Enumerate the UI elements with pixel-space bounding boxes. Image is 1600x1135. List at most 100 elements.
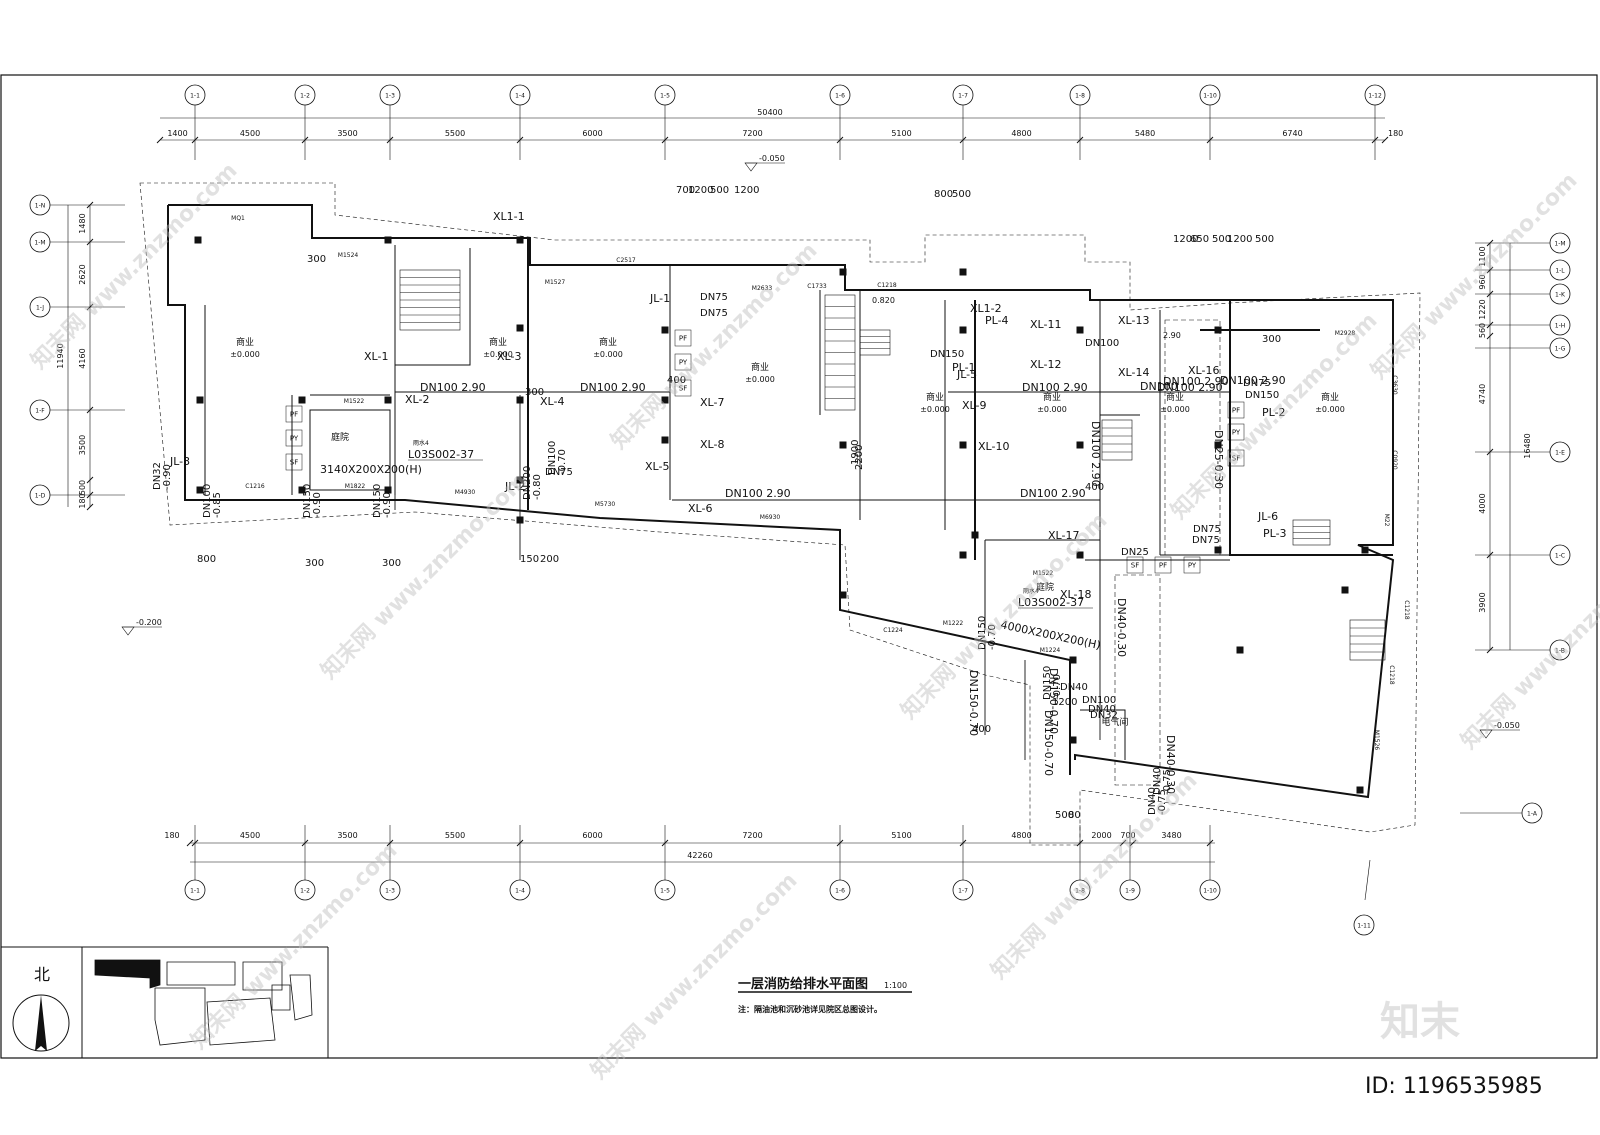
pipe-main-label: DN40-0.30	[1164, 735, 1177, 794]
structural-column	[1236, 646, 1244, 654]
pipe-main-label: DN100 2.90	[1022, 381, 1088, 394]
grid-axis-label: 1-B	[1555, 648, 1565, 655]
fixture-box	[1154, 556, 1172, 574]
grid-axis-bubble	[1353, 914, 1375, 936]
drawing-scale: 1:100	[884, 981, 907, 990]
structural-column	[298, 486, 306, 494]
structural-column	[839, 591, 847, 599]
dim-tick	[516, 136, 524, 144]
pipe-main-label: DN100	[1140, 380, 1178, 393]
door-window-tag: M1224	[1040, 647, 1061, 654]
fixture-tag: SF	[1131, 562, 1139, 570]
structural-column	[1214, 546, 1222, 554]
offset-dim: 300	[307, 254, 326, 265]
grid-right: 1-M1-L1-K1-H1-G1-E1-C1-B1-A1648011009601…	[1460, 232, 1571, 824]
pipe-main-label: DN100 2.90	[1220, 374, 1286, 387]
door-window-tag: M6930	[760, 514, 781, 521]
sheet-border	[0, 74, 1598, 1059]
grid-axis-label: 1-C	[1555, 553, 1565, 560]
dim-value: 180	[78, 493, 87, 508]
grid-axis-label: 1-3	[385, 888, 395, 895]
dim-value: 5100	[891, 129, 911, 138]
door-window-tag: MQ1	[231, 215, 245, 222]
pipe-outlet-label: -0.75	[1157, 789, 1168, 815]
grid-axis-label: 1-4	[515, 93, 525, 100]
riser-label: XL-11	[1030, 318, 1061, 331]
riser-label: JL-5	[956, 368, 977, 381]
riser-label: JL-1	[649, 292, 670, 305]
pipe-size-label: DN40	[1088, 704, 1116, 715]
room-name: 商业	[236, 336, 254, 348]
dim-total: 11940	[56, 343, 65, 368]
offset-dim: 400	[667, 375, 686, 386]
grid-axis-label: 1-1	[190, 888, 200, 895]
riser-label: JL-3	[169, 455, 190, 468]
room-name: 商业	[1043, 391, 1061, 403]
pipe-main-label: DN100 2.90	[420, 381, 486, 394]
grid-axis-label: 1-2	[300, 93, 310, 100]
dim-tick	[386, 839, 394, 847]
pipe-outlet-label: -0.80	[532, 474, 543, 500]
pipe-main-label: DN150-0.70	[1042, 710, 1055, 776]
room-level: ±0.000	[1315, 405, 1345, 414]
offset-dim: 700	[676, 185, 695, 196]
structural-column	[959, 326, 967, 334]
pipe-size-label: DN75	[1243, 378, 1271, 389]
offset-dim: 1200	[734, 185, 759, 196]
riser-label: XL-16	[1188, 364, 1219, 377]
offset-dim: 800	[197, 554, 216, 565]
dim-tick	[191, 839, 199, 847]
dim-tick	[86, 406, 94, 414]
dim-value: 4500	[240, 831, 260, 840]
grid-axis-label: 1-E	[1555, 450, 1565, 457]
dim-value: 4500	[240, 129, 260, 138]
grid-axis-label: 1-10	[1203, 93, 1217, 100]
detail-ref: L03S002-37	[408, 448, 474, 461]
door-window-tag: M2928	[1335, 330, 1356, 337]
room-name: 电气间	[1101, 716, 1128, 728]
pipe-size-label: DN100	[1085, 338, 1119, 349]
watermark-brand: 知末	[1380, 999, 1460, 1045]
riser-label: XL-6	[688, 502, 712, 515]
offset-dim: 80	[1068, 810, 1081, 821]
structural-column	[516, 476, 524, 484]
offset-dim: 1200	[688, 185, 713, 196]
structural-column	[1356, 786, 1364, 794]
offset-dim: 300	[1262, 334, 1281, 345]
pipe-main-label: DN100 2.90	[580, 381, 646, 394]
structural-column	[384, 486, 392, 494]
pipe-size-label: DN150	[930, 349, 964, 360]
grid-axis-label: 1-N	[35, 203, 45, 210]
grid-axis-label: 1-D	[35, 493, 46, 500]
dim-value: 4000	[1478, 493, 1487, 513]
pipe-size-label: DN75	[700, 308, 728, 319]
structural-column	[971, 531, 979, 539]
pipe-main-label: DN100 2.90	[1020, 487, 1086, 500]
offset-dim: 300	[525, 387, 544, 398]
pipe-outlet-label: DN40	[1147, 787, 1158, 815]
fixture-tag: PF	[1159, 562, 1167, 570]
dim-tick	[156, 136, 164, 144]
room-name: 庭院	[1036, 581, 1054, 593]
dim-tick	[1129, 839, 1137, 847]
pipe-outlet-label: DN150	[302, 484, 313, 518]
offset-dim: 500	[952, 189, 971, 200]
room-level: ±0.000	[483, 350, 513, 359]
structural-column	[196, 486, 204, 494]
pipe-size-label: DN40	[1060, 682, 1088, 693]
door-window-tag: M1822	[345, 483, 366, 490]
fixture-tag: SF	[1232, 455, 1240, 463]
grid-axis-label: 1-G	[1555, 346, 1566, 353]
pipe-outlet-label: DN40	[1152, 767, 1163, 795]
watermark-id: ID: 1196535985	[1365, 1074, 1543, 1099]
dim-tick	[301, 839, 309, 847]
dim-tick	[386, 136, 394, 144]
dim-tick	[1076, 136, 1084, 144]
dim-value: 4740	[1478, 384, 1487, 404]
dim-value: 960	[1478, 274, 1487, 289]
fixture-tag: PF	[1232, 407, 1240, 415]
fixture-tag: PY	[1188, 562, 1197, 570]
room-name: 商业	[489, 336, 507, 348]
